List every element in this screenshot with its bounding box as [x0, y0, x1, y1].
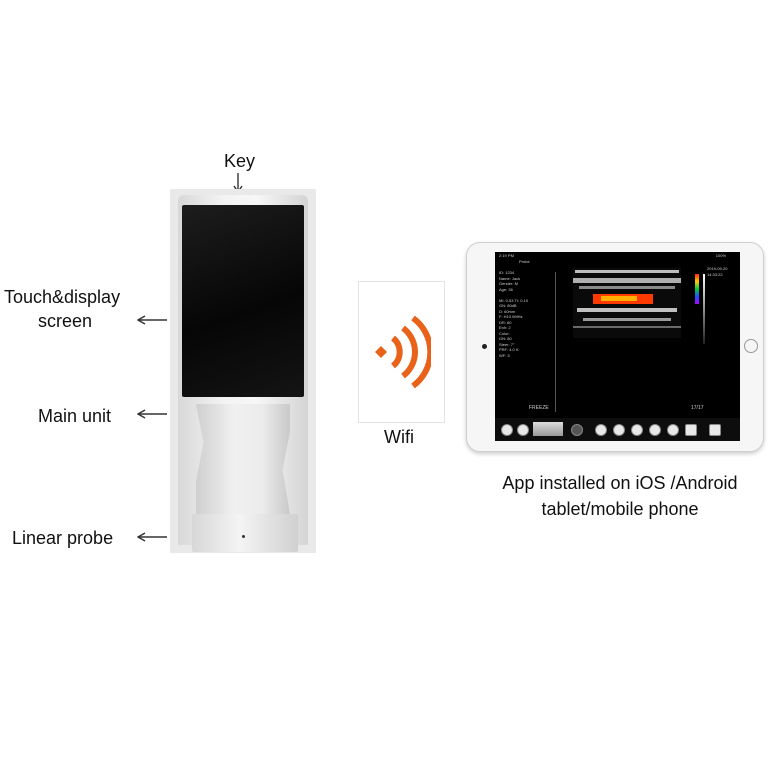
probe-dot: [242, 535, 245, 538]
arrow-left-icon: [137, 532, 167, 542]
info-line: D: 60mm: [499, 308, 516, 314]
menu-button[interactable]: [709, 424, 721, 436]
main-unit-label: Main unit: [38, 406, 112, 426]
probe-select-button[interactable]: [501, 424, 513, 436]
annotate-button[interactable]: [613, 424, 625, 436]
cine-button[interactable]: [667, 424, 679, 436]
mode-button[interactable]: [571, 424, 583, 436]
arrow-left-icon: [137, 315, 167, 325]
touch-display-label-line2: screen: [38, 311, 93, 331]
device-neck: [196, 404, 290, 514]
wifi-label: Wifi: [384, 427, 414, 447]
linear-probe-label: Linear probe: [12, 528, 114, 548]
wifi-card: [358, 281, 445, 423]
app-toolbar: [495, 418, 740, 441]
home-button-icon: [744, 339, 758, 353]
app-caption: App installed on iOS /Android tablet/mob…: [470, 470, 770, 522]
probe-label: Probe: [519, 259, 530, 264]
device-touch-screen: [182, 205, 304, 397]
gray-scale-bar: [703, 274, 705, 344]
ultrasound-device-photo: [170, 189, 316, 553]
info-line: WF: 5: [499, 352, 510, 358]
tablet-screen: 2:19 PM Probe 100% ID: 1234 Name: Jack G…: [495, 252, 740, 441]
info-panel: ID: 1234 Name: Jack Gender: M Age: 36 MI…: [499, 270, 528, 358]
app-caption-line2: tablet/mobile phone: [541, 499, 699, 519]
wifi-icon: [375, 315, 431, 389]
info-line: Color:: [499, 330, 510, 336]
time-line: 14:33:22: [707, 271, 723, 277]
info-line: Age: 36: [499, 286, 513, 292]
info-line: Name: Jack: [499, 275, 521, 281]
info-line: GN: 80dB: [499, 303, 517, 308]
gain-slider[interactable]: [533, 422, 563, 436]
info-line: DR: 60: [499, 319, 512, 325]
date-line: 2019-09-20: [707, 266, 728, 271]
settings-button[interactable]: [631, 424, 643, 436]
freeze-status: FREEZE: [529, 405, 549, 411]
info-line: Gender: M: [499, 281, 518, 286]
measure-button[interactable]: [517, 424, 529, 436]
arrow-left-icon: [137, 409, 167, 419]
image-button[interactable]: [649, 424, 661, 436]
info-line: ID: 1234: [499, 270, 515, 275]
frame-counter: 17/17: [691, 405, 704, 411]
color-scale-bar: [695, 274, 699, 304]
save-button[interactable]: [685, 424, 697, 436]
tool-button[interactable]: [595, 424, 607, 436]
app-caption-line1: App installed on iOS /Android: [502, 473, 738, 493]
depth-scale: [555, 272, 556, 412]
battery-status: 100%: [715, 253, 726, 258]
info-line: MI: 0.53 TI: 0.10: [499, 297, 529, 303]
info-line: GN: 80: [499, 336, 512, 341]
ultrasound-image: [573, 268, 681, 338]
key-label: Key: [224, 151, 256, 171]
info-line: Steer: 7°: [499, 341, 515, 347]
info-line: PRF: 4.0 K: [499, 347, 519, 352]
camera-icon: [482, 344, 487, 349]
tablet-device: 2:19 PM Probe 100% ID: 1234 Name: Jack G…: [466, 242, 764, 452]
status-time: 2:19 PM: [499, 253, 514, 258]
date-time: 2019-09-20 14:33:22: [707, 266, 727, 277]
info-line: F: H10.0MHz: [499, 314, 523, 319]
touch-display-label: Touch&display: [4, 287, 121, 307]
device-linear-probe: [192, 514, 298, 552]
info-line: Enh: 2: [499, 325, 511, 330]
